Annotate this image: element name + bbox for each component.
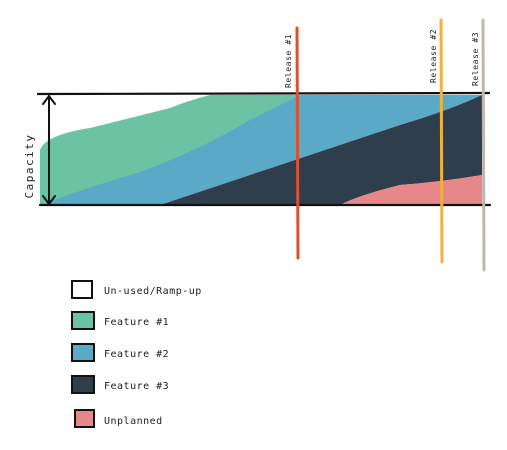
release-label-3: Release #3 xyxy=(471,32,480,86)
legend-item-feature-2: Feature #2 xyxy=(71,343,169,362)
area-unplanned xyxy=(340,175,482,205)
legend-swatch-feature-1 xyxy=(71,311,95,330)
legend-swatch-feature-3 xyxy=(71,375,95,394)
legend-label-feature-3: Feature #3 xyxy=(104,381,169,392)
release-line-2 xyxy=(439,18,444,264)
legend-item-unused: Un-used/Ramp-up xyxy=(71,280,202,299)
legend: Un-used/Ramp-up Feature #1 Feature #2 Fe… xyxy=(71,280,202,428)
legend-swatch-unplanned xyxy=(74,409,95,428)
legend-label-feature-1: Feature #1 xyxy=(104,317,169,328)
legend-item-feature-3: Feature #3 xyxy=(71,375,169,394)
legend-label-unused: Un-used/Ramp-up xyxy=(104,286,202,297)
legend-swatch-feature-2 xyxy=(71,343,95,362)
release-label-1: Release #1 xyxy=(284,34,293,88)
capacity-band xyxy=(40,95,482,205)
area-feature-1 xyxy=(40,95,300,205)
release-line-1 xyxy=(295,26,300,260)
release-label-2: Release #2 xyxy=(429,29,438,83)
capacity-arrow xyxy=(42,94,56,206)
capacity-top-line xyxy=(36,91,491,96)
legend-item-unplanned: Unplanned xyxy=(74,409,163,428)
legend-label-unplanned: Unplanned xyxy=(104,416,163,427)
legend-swatch-unused xyxy=(71,280,93,299)
area-feature-3 xyxy=(160,95,482,205)
area-feature-2 xyxy=(40,95,482,205)
legend-label-feature-2: Feature #2 xyxy=(104,349,169,360)
legend-item-feature-1: Feature #1 xyxy=(71,311,169,330)
axis-label-capacity: Capacity xyxy=(23,134,36,199)
release-line-3 xyxy=(481,18,486,272)
